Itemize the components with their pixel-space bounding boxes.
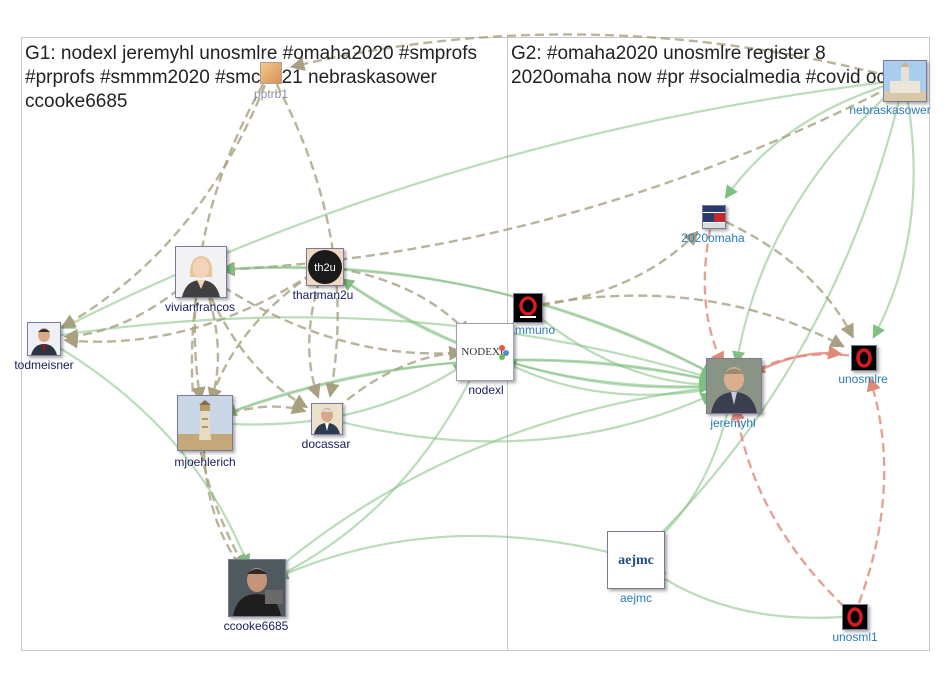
- edge-vivianfrancos-to-docassar: [198, 270, 309, 409]
- edge-unosml1-to-jeremyhl: [730, 405, 855, 617]
- node-label-vivianfrancos: vivianfrancos: [164, 300, 236, 314]
- edge-nebraskasower-to-2020omaha: [724, 78, 905, 200]
- node-label-aejmc: aejmc: [619, 591, 653, 605]
- unomaha-o-logo-icon: [513, 293, 543, 323]
- edge-docassar-to-nodexl: [325, 345, 464, 419]
- node-label-mjoehlerich: mjoehlerich: [174, 455, 236, 469]
- edge-todmeisner-to-jeremyhl: [42, 316, 714, 382]
- edge-vivianfrancos-to-nodexl: [199, 270, 464, 361]
- edge-unosml1-to-unosmlre: [852, 376, 886, 617]
- edge-mjoehlerich-to-nodexl: [203, 362, 467, 426]
- node-label-mmuno: mmuno: [514, 323, 556, 337]
- edge-mmuno-to-unosmlre: [526, 294, 845, 348]
- lighthouse-avatar-icon: [177, 395, 233, 451]
- svg-text:th2u: th2u: [314, 262, 335, 274]
- node-label-todmeisner: todmeisner: [14, 358, 74, 372]
- edge-mjoehlerich-to-docassar: [203, 400, 307, 424]
- 2020omaha-logo-icon: [702, 205, 726, 229]
- edge-thartman2u-to-todmeisner: [63, 265, 325, 349]
- edge-thartman2u-to-mjoehlerich: [207, 264, 325, 403]
- svg-text:NODEXL: NODEXL: [461, 346, 506, 358]
- edge-nebraskasower-to-unosmlre: [872, 79, 915, 339]
- node-label-2020omaha: 2020omaha: [681, 231, 745, 245]
- edge-aejmc-to-ccooke6685: [274, 534, 636, 580]
- node-label-unosml1: unosml1: [832, 630, 878, 644]
- vivianfrancos-avatar-icon: [175, 246, 227, 298]
- nodexl-logo-icon: NODEXL: [456, 323, 514, 381]
- todmeisner-avatar-icon: [27, 322, 61, 356]
- node-label-ccooke6685: ccooke6685: [223, 619, 289, 633]
- edge-todmeisner-to-ccooke6685: [42, 337, 251, 568]
- edge-2020omaha-to-unosmlre: [712, 214, 855, 339]
- edge-unosml1-to-aejmc: [652, 570, 855, 619]
- nebraskasower-avatar-icon: [883, 60, 927, 102]
- unomaha-o-logo-icon: [851, 345, 877, 371]
- docassar-avatar-icon: [311, 403, 343, 435]
- edge-2020omaha-to-jeremyhl: [703, 215, 725, 367]
- jeremyhl-avatar-icon: [706, 358, 762, 414]
- node-label-docassar: docassar: [301, 437, 351, 451]
- edge-nebraskasower-to-vivianfrancos: [220, 78, 905, 277]
- edge-pptrb1-to-mjoehlerich: [191, 71, 272, 402]
- edge-nebraskasower-to-aejmc: [649, 79, 906, 545]
- ccooke6685-avatar-icon: [228, 559, 286, 617]
- edge-docassar-to-jeremyhl: [325, 393, 715, 443]
- group-title-g2: G2: #omaha2020 unosmlre register 8 2020o…: [511, 43, 892, 88]
- node-label-thartman2u: thartman2u: [292, 288, 354, 302]
- unomaha-o-logo-icon: [842, 604, 868, 630]
- edge-mmuno-to-jeremyhl: [526, 306, 713, 392]
- pptrb1-avatar-icon: [260, 62, 282, 84]
- edge-unosmlre-to-jeremyhl: [750, 353, 864, 375]
- node-label-unosmlre: unosmlre: [838, 372, 888, 386]
- edge-nebraskasower-to-jeremyhl: [732, 79, 905, 365]
- node-label-nodexl: nodexl: [468, 383, 504, 397]
- edge-jeremyhl-to-thartman2u: [340, 278, 734, 388]
- edge-nodexl-to-ccooke6685: [274, 350, 486, 579]
- edge-pptrb1-to-todmeisner: [60, 71, 272, 329]
- edge-jeremyhl-to-vivianfrancos: [220, 261, 734, 386]
- th2u-logo-icon: th2u: [306, 248, 344, 286]
- aejmc-logo-icon: aejmc: [607, 531, 665, 589]
- svg-text:aejmc: aejmc: [618, 553, 654, 568]
- edge-nebraskasower-to-pptrb1: [289, 33, 905, 82]
- edge-pptrb1-to-docassar: [268, 71, 340, 398]
- node-label-jeremyhl: jeremyhl: [710, 416, 756, 430]
- node-label-pptrb1: pptrb1: [253, 87, 289, 101]
- edge-mmuno-to-2020omaha: [526, 230, 699, 309]
- group-title-g1: G1: nodexl jeremyhl unosmlre #omaha2020 …: [25, 43, 478, 112]
- node-label-nebraskasower: nebraskasower: [849, 103, 931, 117]
